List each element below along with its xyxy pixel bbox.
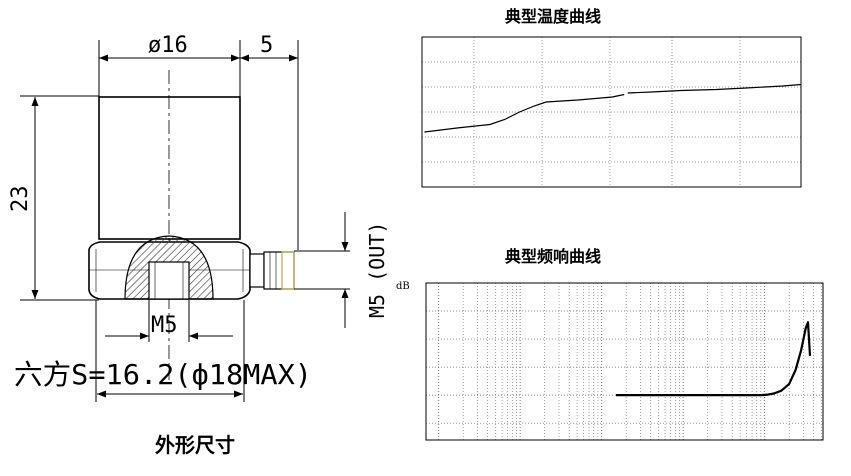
connector-label: M5 (OUT)	[365, 222, 389, 318]
freq-series	[616, 321, 812, 397]
sensor-body	[98, 96, 241, 240]
freq-plot-frame	[425, 282, 824, 441]
freq-chart-title: 典型频响曲线	[505, 247, 601, 266]
connector-tip	[281, 251, 295, 290]
freq-series-line-0	[616, 321, 812, 397]
hex-note: 六方S=16.2(ф18MAX)	[14, 358, 312, 391]
sensor-drawing: ø16 5 23 M5 (OUT)	[8, 33, 389, 457]
drawing-caption: 外形尺寸	[155, 433, 235, 457]
freq-grid	[426, 283, 823, 440]
temp-series-line-1	[627, 83, 802, 94]
freq-y-unit: dB	[396, 281, 410, 292]
connector-collar	[249, 253, 265, 288]
diameter-label: ø16	[148, 33, 188, 58]
temperature-chart: 典型温度曲线	[421, 7, 802, 188]
temp-chart-title: 典型温度曲线	[505, 7, 601, 26]
threaded-hole	[148, 261, 190, 300]
temp-series	[424, 83, 802, 133]
temp-grid	[422, 37, 801, 187]
connector-body	[263, 251, 295, 290]
m5-label: M5	[151, 313, 178, 338]
temp-plot-frame	[421, 36, 802, 188]
frequency-chart: 典型频响曲线 dB	[396, 247, 824, 441]
temp-series-line-0	[424, 93, 625, 133]
height-label: 23	[8, 186, 33, 213]
width-label: 5	[260, 33, 273, 58]
